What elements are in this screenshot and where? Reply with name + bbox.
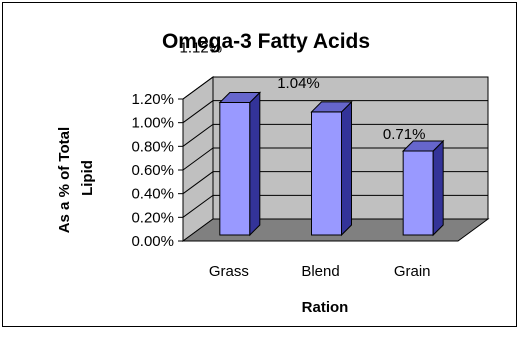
data-label: 1.04% — [277, 75, 320, 92]
y-tick-label: 1.00% — [131, 115, 174, 132]
bar-top — [218, 91, 262, 103]
y-tick-label: 1.20% — [131, 91, 174, 108]
x-tick-label: Blend — [301, 263, 339, 280]
bar-top — [310, 101, 353, 113]
plot-area: 0.00% 0.20% 0.40% 0.60% 0.80% 1.00% 1.20% Grass… — [131, 39, 490, 280]
x-tick-label: Grain — [394, 263, 431, 280]
gridline — [182, 194, 488, 218]
data-label: 0.71% — [383, 126, 426, 143]
y-tick-label: 0.60% — [131, 162, 174, 179]
x-tick-label: Grass — [209, 263, 249, 280]
gridline — [182, 171, 488, 195]
gridline — [182, 76, 488, 100]
bar-front — [311, 111, 342, 236]
y-axis-title-line-1: As a % of Total — [56, 127, 73, 233]
bar-side — [432, 139, 444, 237]
y-axis-title-line-2: Lipid — [79, 160, 96, 196]
x-axis-title: Ration — [302, 299, 349, 316]
y-tick-label: 0.40% — [131, 186, 174, 203]
gridline — [182, 147, 488, 171]
bar-front — [219, 101, 251, 236]
chart-title: Omega-3 Fatty Acids — [162, 30, 370, 53]
y-tick-label: 0.00% — [131, 233, 174, 250]
gridline — [182, 123, 488, 147]
gridline — [182, 100, 488, 124]
y-axis-title: As a % of Total Lipid — [56, 123, 96, 234]
bar-side — [341, 100, 352, 237]
y-tick-label: 0.80% — [131, 138, 174, 155]
bar-top — [401, 140, 445, 152]
y-tick-label: 0.20% — [131, 209, 174, 226]
data-label: 1.12% — [180, 39, 223, 56]
bar-side — [249, 91, 261, 237]
bar-front — [402, 150, 434, 236]
chart-frame: Omega-3 Fatty Acids As a % of Total Lipi… — [2, 2, 517, 327]
bar-chart: Omega-3 Fatty Acids As a % of Total Lipi… — [56, 30, 490, 316]
